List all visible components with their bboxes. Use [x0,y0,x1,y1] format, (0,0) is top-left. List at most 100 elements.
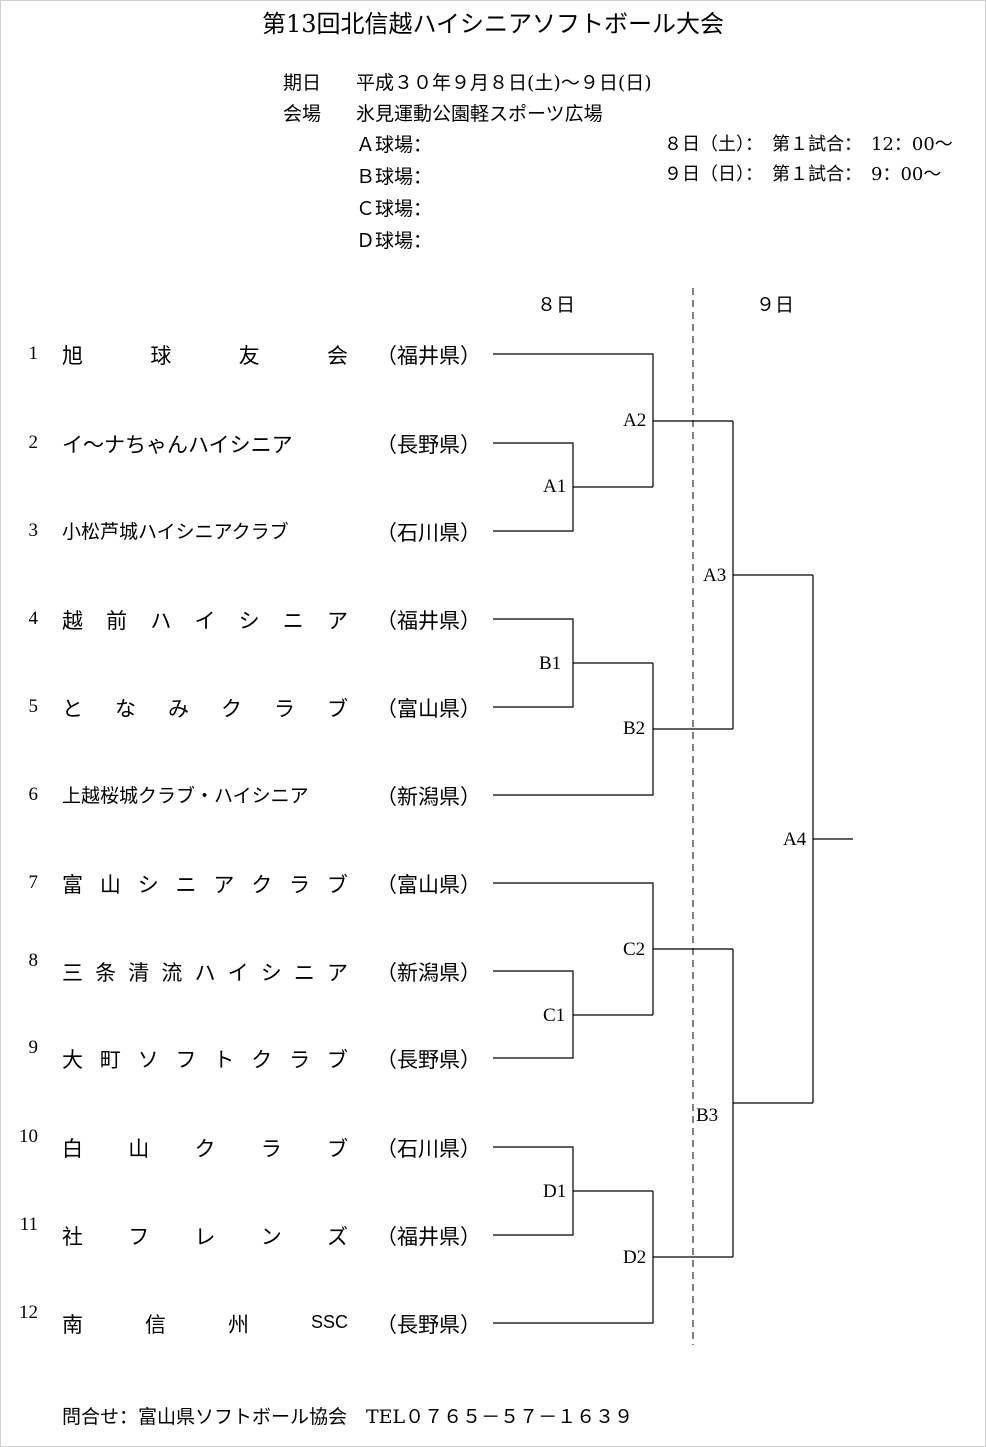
field-a-label: Ａ球場： [356,134,433,156]
bracket-b2 [493,663,654,796]
team-name-part: 山 [128,1137,150,1161]
team-number: 5 [28,696,39,717]
team-prefecture: （福井県） [376,344,481,368]
team-name-part: ク [221,697,242,721]
team-number: 6 [28,784,39,805]
match-label-b1: B1 [539,653,562,674]
team-prefecture: （石川県） [376,1137,481,1161]
team-name-part: 信 [144,1313,166,1337]
team-name-part: 富 [62,873,83,897]
team-name-part: ソ [137,1048,159,1072]
team-number: 9 [28,1037,39,1058]
team-prefecture: （新潟県） [376,961,481,985]
team-name-part: 州 [227,1313,249,1337]
page-title: 第13回北信越ハイシニアソフトボール大会 [261,10,725,38]
match-label-a2: A2 [623,410,647,431]
team-name-part: 社 [62,1225,83,1249]
field-d-label: Ｄ球場： [356,230,433,252]
team-number: 10 [19,1126,38,1147]
team-name-part: 大 [62,1048,83,1072]
day-header-8: ８日 [537,294,576,316]
team-name-part: ラ [274,697,295,721]
team-name: 白山クラブ [62,1133,348,1163]
match-label-a1: A1 [543,476,567,497]
dates-value: 平成３０年９月８日(土)～９日(日) [356,72,652,94]
team-name-part: 三 [62,961,83,985]
team-name-part: ブ [326,1048,348,1072]
team-name-part: 流 [161,961,183,985]
dates-label: 期日 [283,72,322,94]
team-number: 4 [28,608,39,629]
team-name-part: 越 [62,609,83,633]
match-label-b2: B2 [623,718,646,739]
bracket-a1 [493,442,574,532]
team-name-part: ン [260,1225,282,1249]
team-name-part: 町 [99,1048,121,1072]
team-number: 2 [28,432,39,453]
team-name-part: 旭 [62,344,83,368]
team-name-part: ニ [282,609,304,633]
team-name: 社フレンズ [62,1221,348,1251]
team-name-part: ブ [327,1137,348,1161]
match-label-b3: B3 [696,1105,719,1126]
team-name-part: み [168,697,189,721]
team-name-part: 条 [95,961,117,985]
team-name-part: シ [137,873,159,897]
bracket-c1 [493,970,574,1059]
team-name-part: と [62,697,83,721]
team-number: 12 [19,1302,38,1323]
team-name-part: 球 [150,344,172,368]
match-label-d2: D2 [623,1247,647,1268]
team-prefecture: （長野県） [376,1048,481,1072]
bracket-a2 [493,353,654,487]
team-name-part: シ [260,961,282,985]
team-prefecture: （福井県） [376,1225,481,1249]
bracket-d1 [493,1146,574,1236]
field-b-label: Ｂ球場： [356,166,433,188]
team-number: 1 [28,343,39,364]
team-name-part: ハ [150,609,172,633]
team-prefecture: （石川県） [376,521,481,545]
team-name-part: ラ [289,1048,311,1072]
footer-contact: 問合せ：富山県ソフトボール協会 TEL０７６５－５７－１６３９ [62,1406,634,1428]
team-name-part: ア [327,961,348,985]
team-name-part: ク [251,1048,273,1072]
team-number: 11 [19,1214,38,1235]
team-name-part: 上越桜城クラブ・ハイシニア [62,785,309,807]
schedule-day2: ９日（日）： 第１試合： 9：00～ [664,164,942,185]
team-name-part: ラ [260,1137,282,1161]
team-number: 8 [28,950,39,971]
team-name: 越前ハイシニア [62,605,348,635]
team-name-part: フ [128,1225,150,1249]
team-name-part: 会 [326,344,348,368]
team-name-part: イ [227,961,249,985]
team-prefecture: （長野県） [376,433,481,457]
team-name: 三条清流ハイシニア [62,957,348,987]
team-name-part: 山 [99,873,121,897]
team-name-part: ニ [293,961,315,985]
team-name-part: 白 [62,1137,83,1161]
team-prefecture: （富山県） [376,873,481,897]
team-name-part: 友 [238,344,260,368]
team-name-part: フ [175,1048,197,1072]
match-label-c1: C1 [543,1005,566,1026]
team-name-part: ズ [327,1225,348,1249]
team-name-part: ブ [326,873,348,897]
team-prefecture: （富山県） [376,697,481,721]
team-name-part: ク [251,873,273,897]
team-name-part: 前 [106,609,128,633]
bracket-b1 [493,618,574,708]
bracket-d2 [493,1191,654,1324]
schedule-day1: ８日（土）： 第１試合： 12：00～ [664,134,953,155]
team-name: 富山シニアクラブ [62,869,348,899]
team-name-part: 小松芦城ハイシニアクラブ [62,521,289,543]
team-prefecture: （福井県） [376,609,481,633]
venue-label: 会場 [283,103,322,125]
team-name-part: シ [238,609,260,633]
venue-value: 氷見運動公園軽スポーツ広場 [356,103,603,125]
team-name-part: 南 [62,1313,83,1337]
team-name-part: ハ [194,961,216,985]
match-label-a4: A4 [783,829,807,850]
